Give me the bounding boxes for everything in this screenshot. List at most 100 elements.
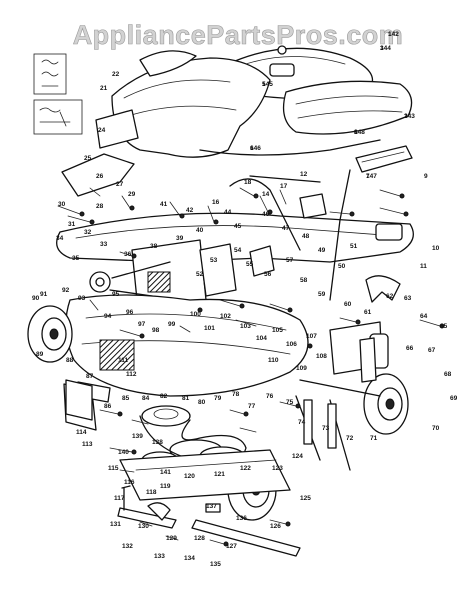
part-number-label: 123 [272, 465, 283, 472]
part-number-label: 84 [142, 395, 150, 402]
part-number-label: 68 [444, 371, 452, 378]
part-number-label: 61 [364, 309, 372, 316]
part-number-label: 140 [118, 449, 129, 456]
part-number-label: 94 [104, 313, 112, 320]
part-number-label: 75 [286, 399, 294, 406]
part-number-label: 57 [286, 257, 294, 264]
part-number-label: 62 [386, 293, 394, 300]
steering-wheel [365, 275, 401, 303]
part-number-label: 73 [322, 425, 330, 432]
part-number-label: 130 [138, 523, 149, 530]
part-number-label: 80 [198, 399, 206, 406]
steering-linkage [295, 337, 381, 471]
part-number-label: 148 [354, 129, 365, 136]
part-number-label: 58 [300, 277, 308, 284]
part-number-label: 128 [194, 535, 205, 542]
part-number-label: 114 [76, 429, 87, 436]
part-number-label: 139 [132, 433, 143, 440]
part-number-label: 36 [124, 251, 132, 258]
part-number-label: 116 [124, 479, 135, 486]
part-number-label: 134 [184, 555, 195, 562]
part-number-label: 17 [280, 183, 288, 190]
part-number-label: 96 [126, 309, 134, 316]
part-number-label: 78 [232, 391, 240, 398]
part-number-label: 121 [214, 471, 225, 478]
hood-panel [355, 145, 413, 173]
part-number-label: 1 [388, 31, 392, 38]
part-number-label: 55 [246, 261, 254, 268]
part-number-label: 38 [150, 243, 158, 250]
part-number-label: 131 [110, 521, 121, 528]
part-number-label: 132 [122, 543, 133, 550]
part-number-label: 31 [68, 221, 76, 228]
part-number-label: 6 [250, 145, 254, 152]
part-number-label: 16 [212, 199, 220, 206]
part-number-label: 14 [262, 191, 270, 198]
part-number-label: 137 [206, 503, 217, 510]
part-number-label: 89 [36, 351, 44, 358]
part-number-label: 125 [300, 495, 311, 502]
part-number-label: 81 [182, 395, 190, 402]
part-number-label: 85 [122, 395, 130, 402]
part-number-label: 91 [40, 291, 48, 298]
part-number-label: 103 [240, 323, 251, 330]
part-number-label: 74 [298, 419, 306, 426]
hardware-boxes [33, 53, 83, 135]
part-number-label: 40 [196, 227, 204, 234]
part-number-label: 90 [32, 295, 40, 302]
part-number-label: 101 [204, 325, 215, 332]
part-number-label: 21 [100, 85, 108, 92]
part-number-label: 2 [404, 113, 408, 120]
part-number-label: 87 [86, 373, 94, 380]
part-number-label: 111 [118, 357, 129, 364]
mower-blade [117, 507, 301, 557]
part-number-label: 70 [432, 425, 440, 432]
part-number-label: 105 [272, 327, 283, 334]
part-number-label: 76 [266, 393, 274, 400]
part-number-label: 35 [72, 255, 80, 262]
part-number-label: 48 [302, 233, 310, 240]
part-number-label: 86 [104, 403, 112, 410]
part-number-label: 136 [236, 515, 247, 522]
part-number-label: 59 [318, 291, 326, 298]
part-number-label: 99 [168, 321, 176, 328]
part-number-label: 79 [214, 395, 222, 402]
part-number-label: 41 [160, 201, 168, 208]
part-number-label: 9 [424, 173, 428, 180]
part-number-label: 72 [346, 435, 354, 442]
part-number-label: 92 [62, 287, 70, 294]
part-number-label: 60 [344, 301, 352, 308]
part-number-label: 5 [262, 81, 266, 88]
part-number-label: 100 [190, 311, 201, 318]
part-number-label: 135 [210, 561, 221, 568]
part-number-label: 108 [316, 353, 327, 360]
part-number-label: 97 [138, 321, 146, 328]
part-number-label: 34 [56, 235, 64, 242]
part-number-label: 118 [146, 489, 157, 496]
part-number-label: 110 [268, 357, 279, 364]
part-number-label: 71 [370, 435, 378, 442]
part-number-label: 144 [380, 45, 391, 52]
part-number-label: 127 [226, 543, 237, 550]
part-number-label: 3 [380, 45, 384, 52]
part-number-label: 104 [256, 335, 267, 342]
part-number-label: 124 [292, 453, 303, 460]
part-number-label: 18 [244, 179, 252, 186]
part-number-label: 30 [58, 201, 66, 208]
part-number-label: 49 [318, 247, 326, 254]
part-number-label: 28 [96, 203, 104, 210]
hitch-bracket [61, 109, 139, 197]
part-number-label: 52 [196, 271, 204, 278]
part-number-label: 50 [338, 263, 346, 270]
part-number-label: 142 [388, 31, 399, 38]
part-number-label: 88 [66, 357, 74, 364]
part-number-label: 95 [112, 291, 120, 298]
part-number-label: 33 [100, 241, 108, 248]
part-number-label: 24 [98, 127, 106, 134]
part-number-label: 42 [186, 207, 194, 214]
part-number-label: 113 [82, 441, 93, 448]
part-number-label: 12 [300, 171, 308, 178]
part-number-label: 26 [96, 173, 104, 180]
part-number-label: 98 [152, 327, 160, 334]
